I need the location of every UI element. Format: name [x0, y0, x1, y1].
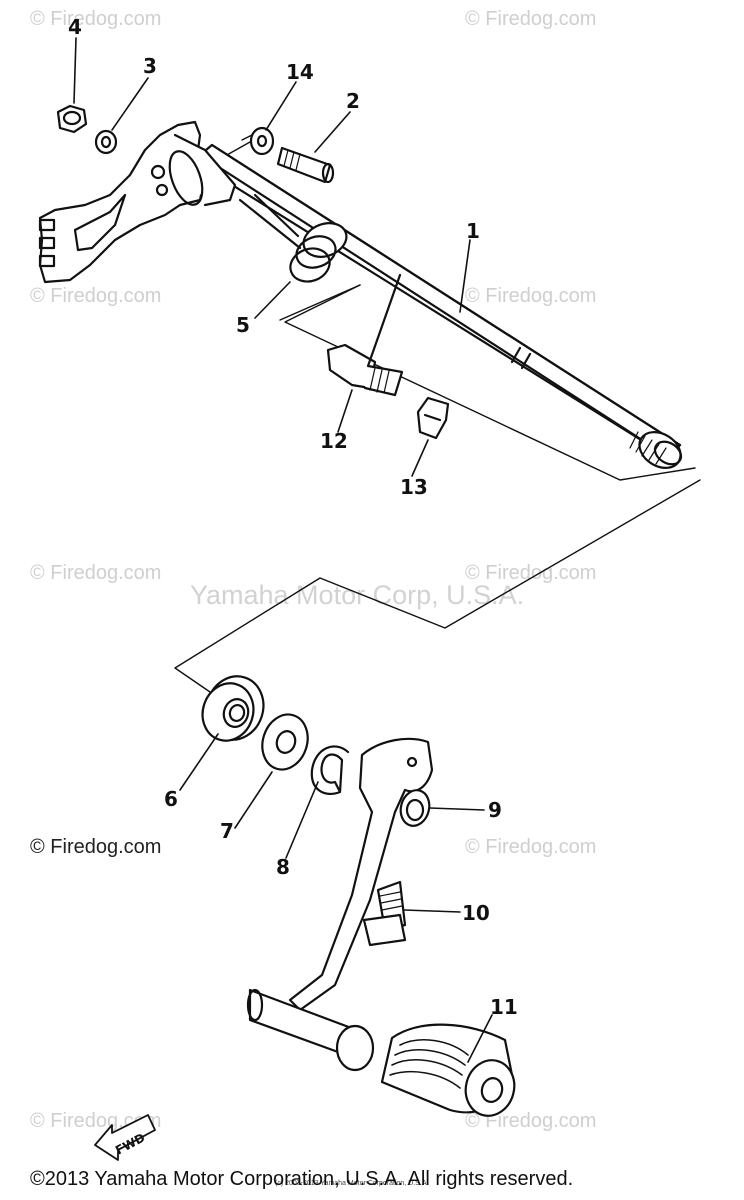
part-5-return-spring [238, 193, 348, 283]
callout-1: 1 [466, 219, 480, 243]
part-12-stopper-bolt [326, 273, 404, 397]
callout-14: 14 [286, 60, 314, 84]
watermark: © Firedog.com [30, 285, 162, 307]
callout-6: 6 [164, 787, 178, 811]
part-4-nut [56, 104, 88, 134]
watermark: © Firedog.com [465, 1110, 597, 1132]
part-13-clip [416, 396, 450, 440]
part-1-shift-shaft [198, 143, 683, 469]
part-11-rubber-footpeg [380, 1023, 516, 1117]
callout-5: 5 [236, 313, 250, 337]
watermark: © Firedog.com [30, 8, 162, 30]
callout-2: 2 [346, 89, 360, 113]
tiny-copyright: (c) 2003-2013 Yamaha Motor Corporation, … [275, 1180, 429, 1187]
footer-copyright: ©2013 Yamaha Motor Corporation, U.S.A. A… [30, 1168, 574, 1190]
watermark-dark: © Firedog.com [30, 836, 162, 858]
part-7-washer [261, 713, 309, 771]
callout-4: 4 [68, 15, 82, 39]
callout-11: 11 [490, 995, 518, 1019]
part-8-circlip [310, 745, 350, 796]
callout-12: 12 [320, 429, 348, 453]
watermark: © Firedog.com [465, 836, 597, 858]
assembly-guide-lines [174, 134, 701, 693]
callout-numbers: 4 3 14 2 1 5 12 13 6 7 8 9 10 11 FWD [68, 15, 518, 1158]
watermark: © Firedog.com [465, 562, 597, 584]
callout-8: 8 [276, 855, 290, 879]
part-3-lock-washer [94, 129, 118, 155]
watermark: © Firedog.com [465, 285, 597, 307]
watermark: © Firedog.com [30, 562, 162, 584]
part-10-bolt [362, 880, 407, 947]
callout-9: 9 [488, 798, 502, 822]
part-14-washer [249, 126, 275, 156]
watermark: © Firedog.com [465, 8, 597, 30]
leader-lines [73, 37, 493, 1063]
shift-pedal [246, 737, 434, 1072]
callout-3: 3 [143, 54, 157, 78]
callout-10: 10 [462, 901, 490, 925]
fwd-arrow-icon [94, 1114, 156, 1161]
part-2-pin [276, 146, 335, 184]
callout-13: 13 [400, 475, 428, 499]
callout-7: 7 [220, 819, 234, 843]
part-6-oil-seal [201, 675, 265, 742]
yamaha-watermark: Yamaha Motor Corp, U.S.A. [190, 580, 525, 610]
shift-arm [38, 120, 237, 284]
